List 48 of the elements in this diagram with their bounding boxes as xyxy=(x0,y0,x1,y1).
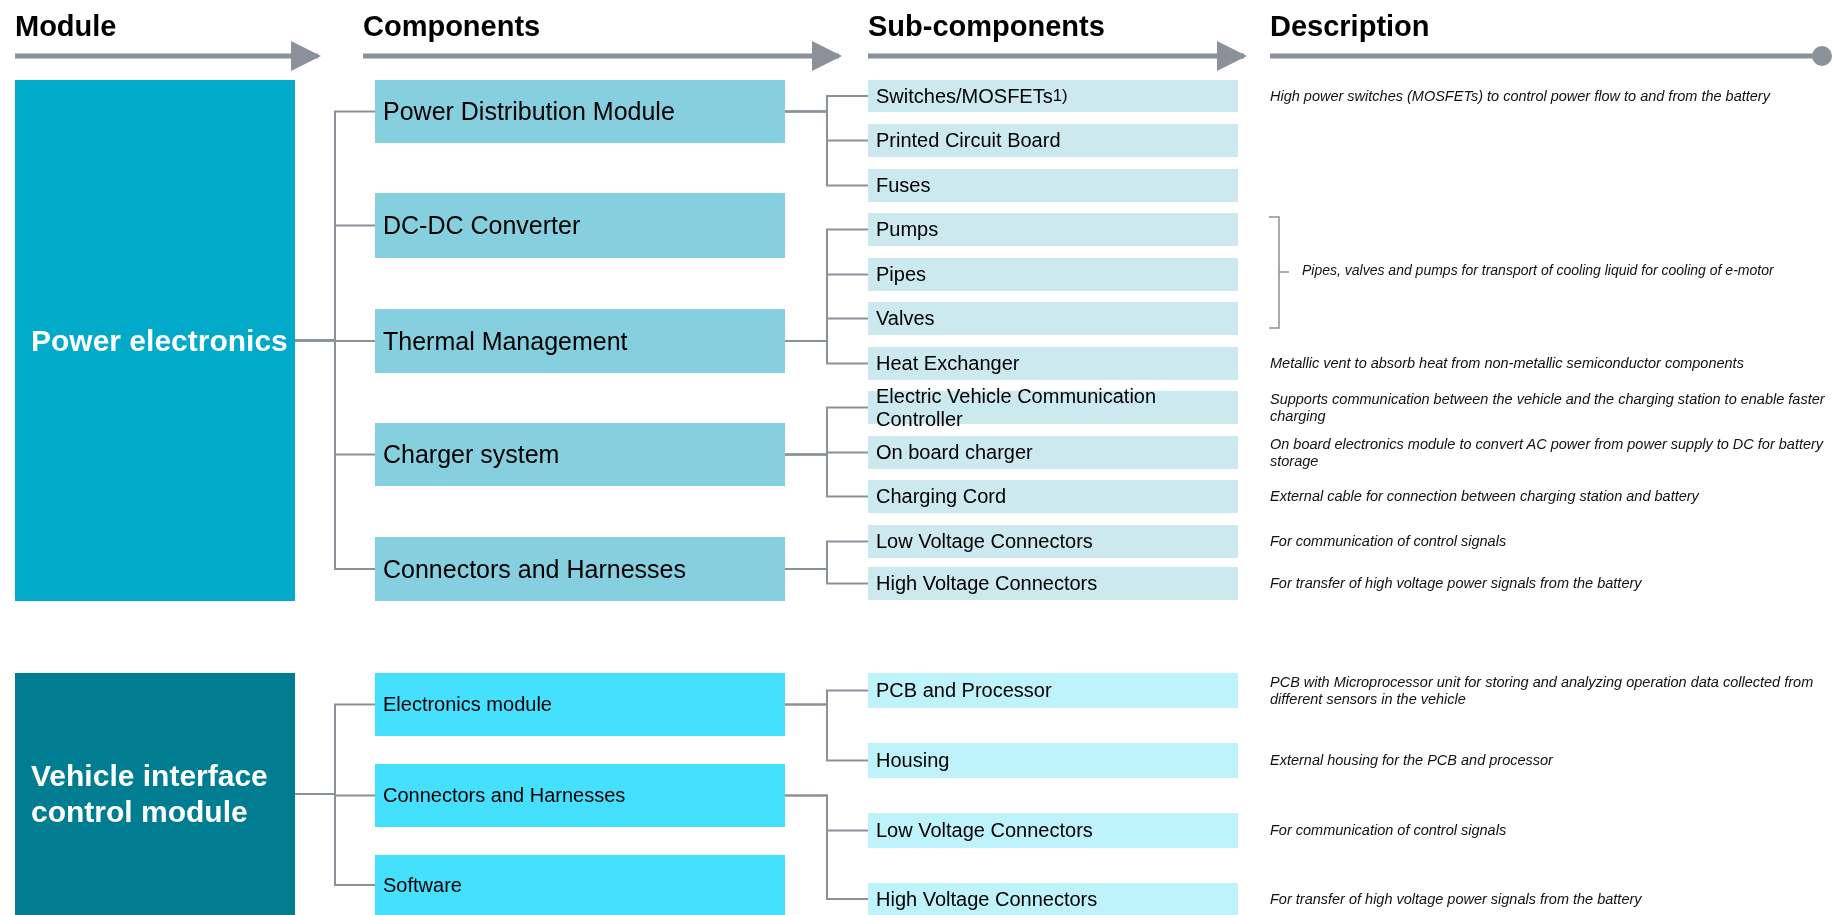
description-text: For communication of control signals xyxy=(1270,821,1508,841)
column-heading: Components xyxy=(363,10,541,43)
component-box: Electronics module xyxy=(375,673,785,736)
sub-component-box: Low Voltage Connectors xyxy=(868,813,1238,848)
description-text: Metallic vent to absorb heat from non-metallic semiconductor components xyxy=(1270,354,1745,374)
description-text: For transfer of high voltage power signals from the battery xyxy=(1270,889,1643,909)
sub-component-box: Heat Exchanger xyxy=(868,347,1238,380)
connector-line xyxy=(784,703,869,762)
sub-component-box: High Voltage Connectors xyxy=(868,883,1238,915)
component-box: Connectors and Harnesses xyxy=(375,764,785,827)
column-heading: Description xyxy=(1270,10,1430,43)
description-text: External cable for connection between charging station and battery xyxy=(1270,487,1701,507)
description-text: Supports communication between the vehicle and the charging station to enable faster charging xyxy=(1270,389,1825,426)
component-box: DC-DC Converter xyxy=(375,193,785,258)
connector-line xyxy=(294,793,376,886)
sub-component-box: Pipes xyxy=(868,258,1238,291)
connector-line xyxy=(784,794,869,900)
component-box: Software xyxy=(375,855,785,915)
connector-line xyxy=(294,339,376,570)
description-text: PCB with Microprocessor unit for storing and analyzing operation data collected from different sensors in the vehicle xyxy=(1270,672,1815,709)
sub-component-box: PCB and Processor xyxy=(868,673,1238,708)
description-text: Pipes, valves and pumps for transport of cooling liquid for cooling of e-motor xyxy=(1302,262,1775,279)
description-text: For transfer of high voltage power signals from the battery xyxy=(1270,574,1643,594)
component-box: Power Distribution Module xyxy=(375,80,785,143)
component-box: Connectors and Harnesses xyxy=(375,537,785,601)
connector-line xyxy=(784,340,869,365)
component-box: Thermal Management xyxy=(375,309,785,373)
connector-line xyxy=(784,453,869,498)
connector-line xyxy=(784,110,869,187)
description-text: High power switches (MOSFETs) to control power flow to and from the battery xyxy=(1270,86,1772,106)
column-heading: Sub-components xyxy=(868,10,1105,43)
sub-component-box: Housing xyxy=(868,743,1238,778)
module-box: Vehicle interface control module xyxy=(15,673,295,915)
description-text: For communication of control signals xyxy=(1270,532,1508,552)
sub-component-box: Valves xyxy=(868,302,1238,335)
module-box: Power electronics xyxy=(15,80,295,601)
sub-component-box: Low Voltage Connectors xyxy=(868,525,1238,558)
component-box: Charger system xyxy=(375,423,785,486)
sub-component-box: High Voltage Connectors xyxy=(868,567,1238,600)
sub-component-box: Pumps xyxy=(868,213,1238,246)
description-text: On board electronics module to convert AC power from power supply to DC for battery storage xyxy=(1270,434,1825,471)
sub-component-box: Printed Circuit Board xyxy=(868,124,1238,157)
sub-component-box: Fuses xyxy=(868,169,1238,202)
connector-line xyxy=(784,568,869,585)
sub-component-box: On board charger xyxy=(868,436,1238,469)
sub-component-box: Charging Cord xyxy=(868,480,1238,513)
description-text: External housing for the PCB and processor xyxy=(1270,751,1555,771)
column-heading: Module xyxy=(15,10,117,43)
